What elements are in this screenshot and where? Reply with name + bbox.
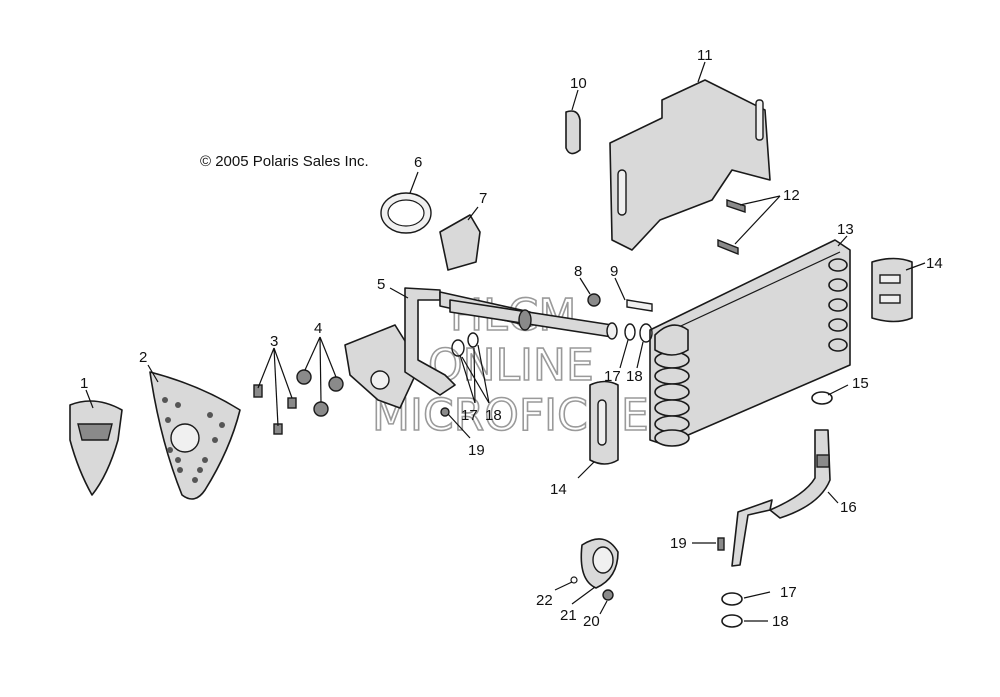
copyright-text: © 2005 Polaris Sales Inc. [200, 153, 369, 170]
callout-7: 7 [479, 190, 487, 207]
callout-13: 13 [837, 221, 854, 238]
callout-3: 3 [270, 333, 278, 350]
callout-18-lower: 18 [772, 613, 789, 630]
callout-17-lower: 17 [780, 584, 797, 601]
callout-labels: 1 2 3 4 5 6 7 8 9 10 11 12 13 14 14 15 1… [80, 47, 943, 630]
callout-18-mid: 18 [626, 368, 643, 385]
callout-8: 8 [574, 263, 582, 280]
part-13-oil-cooler [649, 239, 851, 447]
callout-14-right: 14 [926, 255, 943, 272]
radiator-pipe [449, 299, 618, 340]
part-6-hose-clamp [380, 192, 432, 234]
part-15-o-ring [811, 391, 833, 405]
part-7-rubber-block [439, 214, 481, 271]
callout-19-lower: 19 [670, 535, 687, 552]
part-1-emblem [69, 400, 123, 496]
callout-16: 16 [840, 499, 857, 516]
callout-2: 2 [139, 349, 147, 366]
callout-11: 11 [697, 47, 713, 64]
part-11-shield [609, 79, 771, 251]
part-4-nuts [296, 369, 344, 417]
part-9-bolt [626, 299, 653, 312]
watermark-line-2: ONLINE [428, 340, 594, 391]
callout-18-upper: 18 [485, 407, 502, 424]
callout-1: 1 [80, 375, 88, 392]
callout-20: 20 [583, 613, 600, 630]
callout-17-mid: 17 [604, 368, 621, 385]
part-12-bolts [717, 199, 746, 256]
part-16-hose [731, 429, 831, 567]
callout-22: 22 [536, 592, 553, 609]
callout-17-upper: 17 [461, 407, 478, 424]
callout-10: 10 [570, 75, 587, 92]
part-14-mount-right [871, 257, 913, 323]
leader-lines [85, 61, 926, 622]
part-21-horn [570, 538, 619, 601]
o-rings-lower [721, 592, 743, 628]
callout-14-lower: 14 [550, 481, 567, 498]
part-2-grille [149, 371, 241, 500]
callout-9: 9 [610, 263, 618, 280]
callout-19-upper: 19 [468, 442, 485, 459]
callout-5: 5 [377, 276, 385, 293]
part-19-fittings [440, 407, 725, 551]
callout-21: 21 [560, 607, 577, 624]
callout-12: 12 [783, 187, 800, 204]
part-8-nut [587, 293, 601, 307]
callout-15: 15 [852, 375, 869, 392]
callout-6: 6 [414, 154, 422, 171]
part-10-link [565, 110, 581, 155]
part-14-mount-lower [589, 380, 619, 465]
o-rings-upper [451, 323, 653, 357]
callout-4: 4 [314, 320, 322, 337]
